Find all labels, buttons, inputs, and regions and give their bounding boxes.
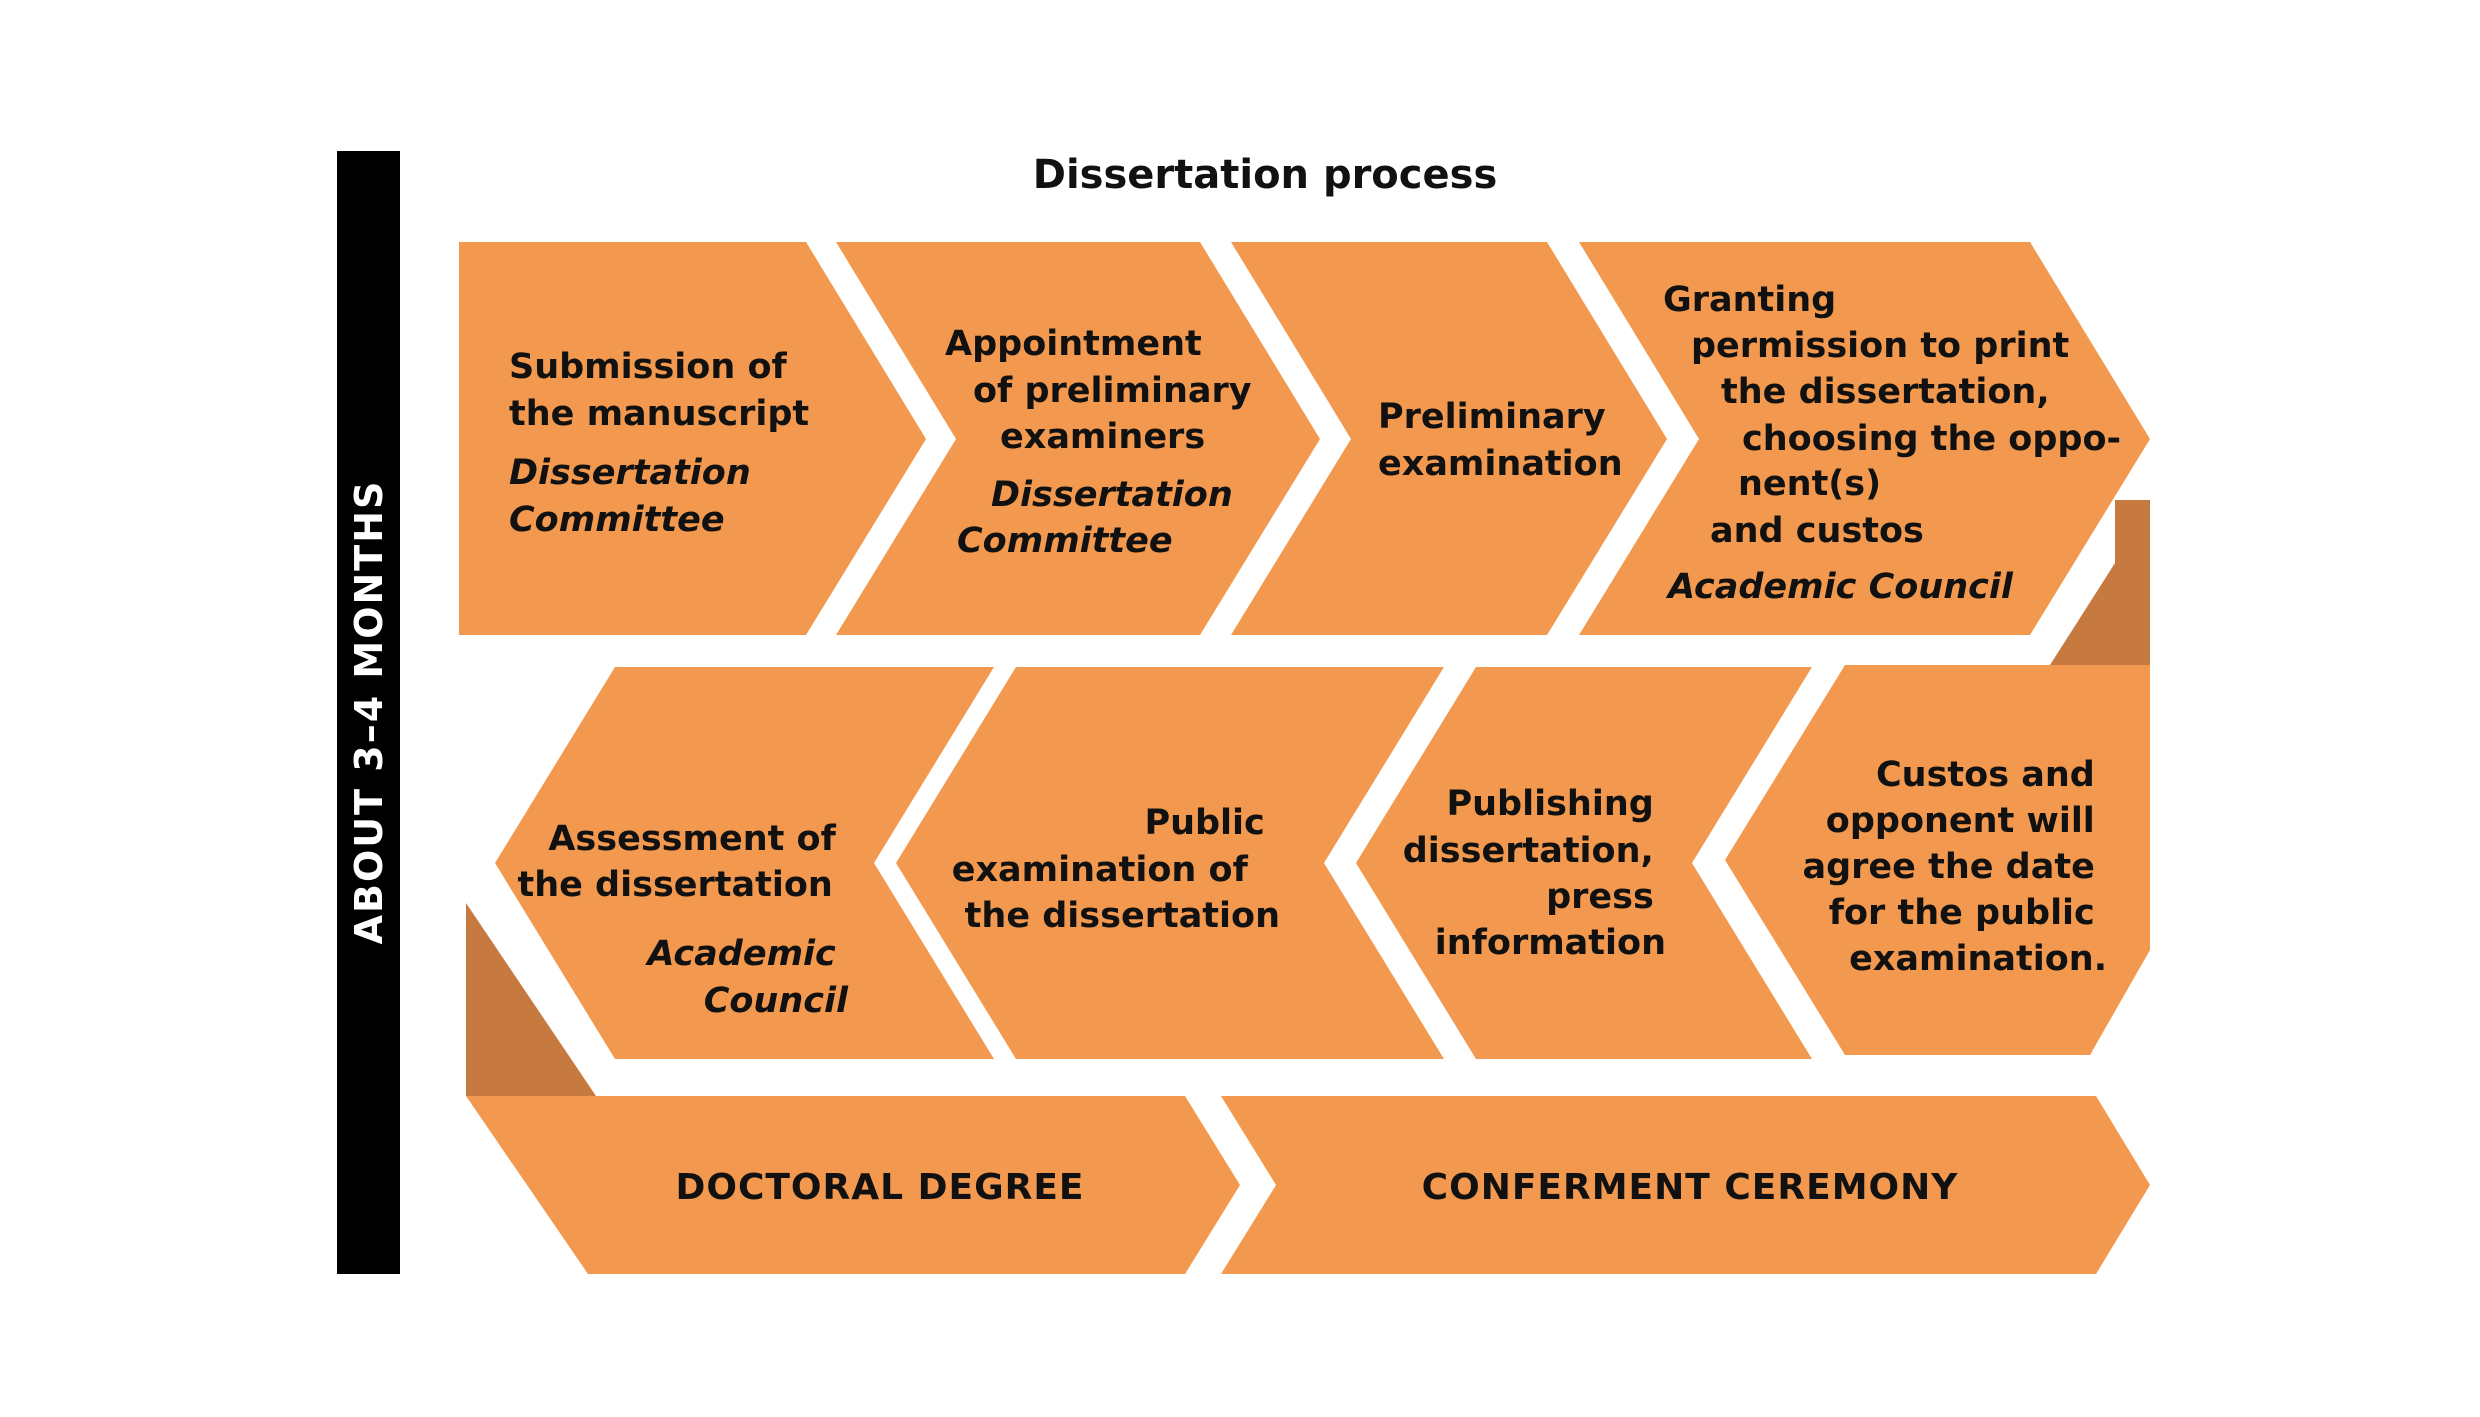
- fold-left: [466, 903, 596, 1096]
- step-public-exam-shape: [896, 667, 1444, 1059]
- step-publishing-shape: [1356, 667, 1812, 1059]
- step-granting-shape: [1579, 242, 2150, 635]
- doctoral-degree-label: DOCTORAL DEGREE: [675, 1167, 1084, 1208]
- fold-right: [2050, 500, 2150, 665]
- step-assessment-shape: [495, 667, 994, 1059]
- conferment-ceremony-label: CONFERMENT CEREMONY: [1422, 1167, 1959, 1208]
- step-granting-text: Granting permission to print the dissert…: [1663, 280, 2133, 607]
- step-custos-shape: [1725, 665, 2150, 1055]
- conferment-ceremony-shape: [1221, 1096, 2150, 1274]
- duration-bar: [337, 151, 400, 1274]
- diagram-title: Dissertation process: [1033, 152, 1498, 198]
- step-submission-shape: [459, 242, 926, 635]
- step-appointment-text: Appointment of preliminary examiners Dis…: [945, 324, 1264, 561]
- step-submission-text: Submission of the manuscript Dissertatio…: [509, 347, 821, 540]
- doctoral-degree-shape: [466, 1096, 1240, 1274]
- step-public-exam-text: Public examination of the dissertation: [952, 803, 1280, 936]
- step-assessment-text: Assessment of the dissertation Academic …: [517, 819, 849, 1021]
- duration-label: ABOUT 3–4 MONTHS: [347, 480, 391, 945]
- step-preliminary-shape: [1231, 242, 1667, 635]
- step-publishing-text: Publishing dissertation, press informati…: [1403, 784, 1666, 963]
- step-appointment-shape: [836, 242, 1320, 635]
- step-custos-text: Custos and opponent will agree the date …: [1803, 755, 2108, 979]
- step-preliminary-text: Preliminary examination: [1378, 397, 1623, 484]
